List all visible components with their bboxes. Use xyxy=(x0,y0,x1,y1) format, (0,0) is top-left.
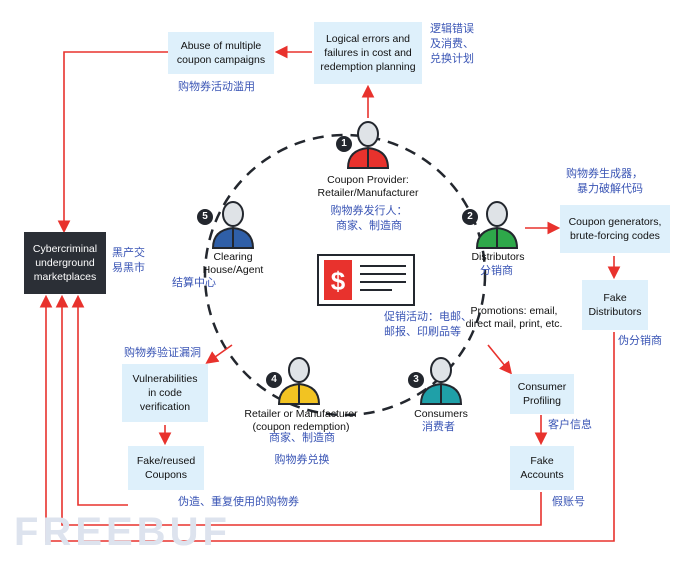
zh-fake-distributors: 伪分销商 xyxy=(618,335,662,347)
zh-promotions: 促销活动：电邮、 邮报、印刷品等 xyxy=(384,311,472,338)
cybercriminal-box: Cybercriminal underground marketplaces xyxy=(24,232,106,294)
logical-errors-box: Logical errors and failures in cost and … xyxy=(314,22,422,84)
zh-vulnerabilities: 购物券验证漏洞 xyxy=(124,347,201,359)
zh-abuse: 购物券活动滥用 xyxy=(178,81,255,93)
person-provider-icon xyxy=(346,121,390,169)
person-clearing-icon xyxy=(211,201,255,249)
vulnerabilities-box: Vulnerabilities in code verification xyxy=(122,364,208,422)
node-consumers-label: Consumers xyxy=(414,408,468,420)
node-promotions-label: Promotions: email, direct mail, print, e… xyxy=(465,305,563,330)
zh-clearing: 结算中心 xyxy=(172,277,216,289)
arrow-accounts-to-cyber xyxy=(55,294,542,526)
step-4-badge: 4 xyxy=(266,372,282,388)
fake-accounts-box: Fake Accounts xyxy=(510,446,574,490)
person-consumers-icon xyxy=(419,357,463,405)
step-2-badge: 2 xyxy=(462,209,478,225)
node-provider-label: Coupon Provider: Retailer/Manufacturer xyxy=(317,174,419,199)
fake-coupons-box: Fake/reused Coupons xyxy=(128,446,204,490)
zh-cybercriminal: 黑产交 易黑市 xyxy=(112,247,145,274)
zh-fake-coupons: 伪造、重复使用的购物券 xyxy=(178,496,299,508)
arrow-retailer-to-vuln xyxy=(205,344,233,364)
zh-fake-accounts: 假账号 xyxy=(552,496,585,508)
zh-consumers: 消费者 xyxy=(422,421,455,433)
zh-consumer-profiling: 客户信息 xyxy=(548,419,592,431)
coupon-generators-box: Coupon generators, brute-forcing codes xyxy=(560,205,670,253)
step-1-badge: 1 xyxy=(336,136,352,152)
zh-logical: 逻辑错误 及消费、 兑换计划 xyxy=(430,23,474,65)
zh-distributors: 分销商 xyxy=(480,265,513,277)
svg-text:$: $ xyxy=(331,266,346,296)
abuse-box: Abuse of multiple coupon campaigns xyxy=(168,32,274,74)
step-5-badge: 5 xyxy=(197,209,213,225)
person-retailer-icon xyxy=(277,357,321,405)
consumer-profiling-box: Consumer Profiling xyxy=(510,374,574,414)
node-clearing-label: Clearing House/Agent xyxy=(202,251,264,276)
arrow-promo-to-profiling xyxy=(487,344,513,375)
person-distributors-icon xyxy=(475,201,519,249)
arrow-abuse-to-cyber xyxy=(57,51,168,234)
zh-retailer: 商家、制造商 购物券兑换 xyxy=(269,432,335,466)
fake-distributors-box: Fake Distributors xyxy=(582,280,648,330)
zh-provider: 购物券发行人： 商家、制造商 xyxy=(330,205,408,232)
coupon-icon: $ xyxy=(317,254,415,306)
node-retailer-label: Retailer or Manufacturer (coupon redempt… xyxy=(244,408,358,433)
arrow-fakecoupons-to-cyber xyxy=(71,294,128,506)
watermark: FREEBUF xyxy=(14,510,231,554)
zh-coupon-gen: 购物券生成器， 暴力破解代码 xyxy=(566,168,643,195)
cycle-circle xyxy=(203,133,487,417)
arrow-fakedist-to-cyber xyxy=(39,294,615,542)
step-3-badge: 3 xyxy=(408,372,424,388)
node-distributors-label: Distributors xyxy=(471,251,525,263)
